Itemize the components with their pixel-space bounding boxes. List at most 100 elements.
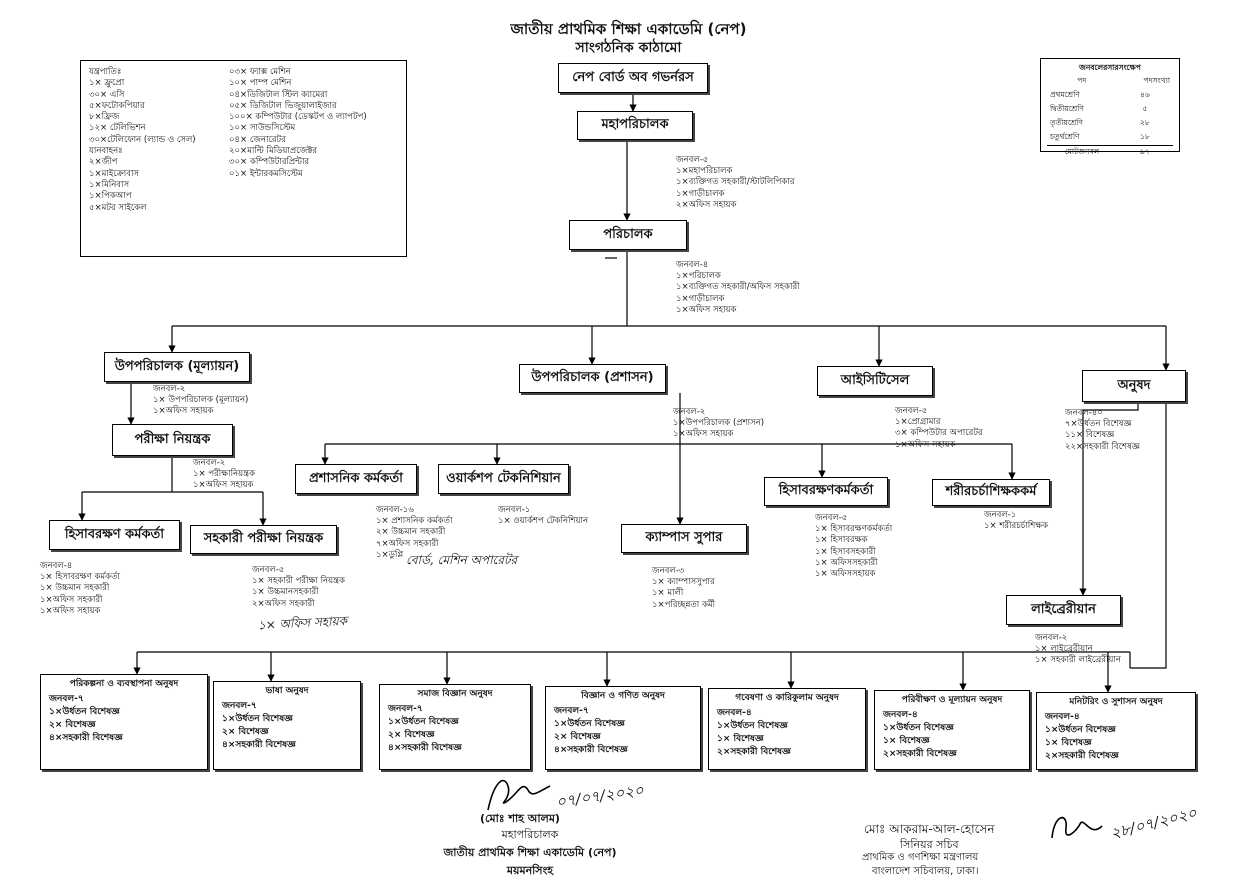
staff-line: ১× ক্যাম্পাসসুপার xyxy=(652,577,715,588)
staff-line: জনবল-৫ xyxy=(252,565,285,575)
summary-title: জনবলেরসারসংক্ষেপ xyxy=(1079,63,1141,72)
table-row: দ্বিতীয়শ্রেণি ৫ xyxy=(1047,103,1173,117)
faculty-box-governance[interactable]: মনিটরিং ও সুশাসন অনুষদ জনবল-৪ ১×উর্ধতন ব… xyxy=(1036,692,1196,770)
staff-line: জনবল-৪ xyxy=(676,260,709,270)
accounts-officer-box[interactable]: হিসাবরক্ষণকর্মকর্তা xyxy=(764,477,888,506)
staff-line: ১× মালী xyxy=(652,588,684,599)
summary-post: তৃতীয়শ্রেণি xyxy=(1050,118,1083,127)
handwritten-admin-note: বোর্ড, মেশিন অপারেটর xyxy=(406,553,518,567)
staff-line: ১× হিসাবরক্ষক xyxy=(815,535,868,546)
staff-line: ১×অফিস সহকারী xyxy=(40,594,103,605)
faculty-line: ৪×সহকারী বিশেষজ্ঞ xyxy=(554,745,628,756)
summary-header-row: পদ পদসংখ্যা xyxy=(1047,75,1173,89)
workshop-technician-box[interactable]: ওয়ার্কশপ টেকনিশিয়ান xyxy=(438,464,569,494)
dd-admin-staff-list: জনবল-২ ১×উপপরিচালক (প্রশাসন) ১×অফিস সহায… xyxy=(673,407,764,441)
faculty-box-language[interactable]: ভাষা অনুষদ জনবল-৭ ১×উর্ধতন বিশেষজ্ঞ ২× ব… xyxy=(213,681,361,770)
summary-count: ২৮ xyxy=(1140,118,1150,127)
faculty-line: ১×উর্ধতন বিশেষজ্ঞ xyxy=(388,717,459,728)
staff-line: ৩× কম্পিউটার অপারেটর xyxy=(895,428,983,439)
signature-right-mark xyxy=(1051,817,1103,839)
signature-left-designation: মহাপরিচালক xyxy=(501,828,559,841)
staff-line: ২× উচ্চমান সহকারী xyxy=(376,527,446,538)
equipment-item: ১০০× কম্পিউটার (ডেস্কটপ ও ল্যাপটপ) xyxy=(229,112,367,123)
equipment-item: ২০×মাল্টি মিডিয়াপ্রজেক্টর xyxy=(229,146,318,157)
summary-count: ৪৬ xyxy=(1140,90,1150,99)
ict-cell-box[interactable]: আইসিটিসেল xyxy=(817,366,933,396)
equipment-item: ১০× পাম্প মেশিন xyxy=(229,78,292,89)
summary-post: দ্বিতীয়শ্রেণি xyxy=(1050,104,1084,113)
staff-line: ১×অফিস সহায়ক xyxy=(676,304,737,315)
librarian-box[interactable]: লাইব্রেরীয়ান xyxy=(1006,595,1121,625)
staff-line: ১×প্রোগ্রামার xyxy=(895,417,941,428)
faculty-line: ২× বিশেষজ্ঞ xyxy=(222,727,269,738)
faculty-title: মনিটরিং ও সুশাসন অনুষদ xyxy=(1069,697,1163,707)
staff-line: ২×অফিস সহায়ক xyxy=(676,199,737,210)
faculty-wing-box[interactable]: অনুষদ xyxy=(1082,370,1186,402)
campus-staff-list: জনবল-৩ ১× ক্যাম্পাসসুপার ১× মালী ১×পরিচ্… xyxy=(652,566,715,611)
staff-line: ১×পরিচ্ছন্নতা কর্মী xyxy=(652,599,716,610)
exam-controller-box[interactable]: পরীক্ষা নিয়ন্ত্রক xyxy=(112,424,233,456)
administrative-officer-box[interactable]: প্রশাসনিক কর্মকর্তা xyxy=(295,464,417,494)
accounts-officer-eval-box[interactable]: হিসাবরক্ষণ কর্মকর্তা xyxy=(49,520,180,550)
director-box[interactable]: পরিচালক xyxy=(569,220,687,250)
equipment-item: ১×মাইক্রোবাস xyxy=(89,168,140,179)
staff-line: জনবল-১ xyxy=(498,505,531,515)
faculty-box-science-math[interactable]: বিজ্ঞান ও গণিত অনুষদ জনবল-৭ ১×উর্ধতন বিশ… xyxy=(545,686,701,770)
equipment-item: যন্ত্রপাতিঃ xyxy=(89,67,122,77)
director-general-box[interactable]: মহাপরিচালক xyxy=(577,111,693,140)
staff-line: জনবল-৫ xyxy=(895,406,928,416)
staff-line: ১× হিসাবসহকারী xyxy=(815,546,876,557)
faculty-box-planning[interactable]: পরিকল্পনা ও ব্যবস্থাপনা অনুষদ জনবল-৭ ১×উ… xyxy=(40,674,208,770)
faculty-line: জনবল-৭ xyxy=(388,704,423,715)
faculty-box-research-curriculum[interactable]: গবেষণা ও কারিকুলাম অনুষদ জনবল-৪ ১×উর্ধতন… xyxy=(708,688,866,770)
staff-line: ১× ওয়ার্কশপ টেকনিশিয়ান xyxy=(498,516,589,527)
assistant-exam-controller-box[interactable]: সহকারী পরীক্ষা নিয়ন্ত্রক xyxy=(190,525,337,554)
librarian-staff-list: জনবল-২ ১× লাইব্রেরীয়ান ১× সহকারী লাইব্র… xyxy=(1035,633,1121,667)
table-row: চতুর্থশ্রেণি ১৮ xyxy=(1047,131,1173,146)
summary-post: প্রথমশ্রেণি xyxy=(1050,90,1080,99)
faculty-title: ভাষা অনুষদ xyxy=(265,686,309,696)
faculty-line: ৪×সহকারী বিশেষজ্ঞ xyxy=(388,743,462,754)
faculty-line: ১×উর্ধতন বিশেষজ্ঞ xyxy=(717,721,788,732)
staff-line: ১× অফিসসহায়ক xyxy=(815,569,876,580)
faculty-line: ১× বিশেষজ্ঞ xyxy=(883,736,930,747)
staff-line: জনবল-২ xyxy=(193,458,226,468)
physical-education-box[interactable]: শরীরচর্চাশিক্ষককর্ম xyxy=(932,479,1050,506)
equipment-item: ০৪× জেনারেটর xyxy=(229,134,286,145)
staff-line: ১× অফিসসহকারী xyxy=(815,557,878,568)
faculty-title: গবেষণা ও কারিকুলাম অনুষদ xyxy=(735,693,839,703)
faculty-line: জনবল-৭ xyxy=(49,694,84,705)
summary-total-label: মোটজনবল xyxy=(1064,147,1100,156)
faculty-line: ১× বিশেষজ্ঞ xyxy=(1045,738,1092,749)
equipment-item: ০৩× ফ্যাক্স মেশিন xyxy=(229,67,291,77)
page-title: জাতীয় প্রাথমিক শিক্ষা একাডেমি (নেপ) xyxy=(510,20,747,38)
staff-line: জনবল-২ xyxy=(1035,633,1068,643)
faculty-box-monitoring-evaluation[interactable]: পরিবীক্ষণ ও মূল্যায়ন অনুষদ জনবল-৪ ১×উর্… xyxy=(874,690,1030,770)
faculty-box-social-science[interactable]: সমাজ বিজ্ঞান অনুষদ জনবল-৭ ১×উর্ধতন বিশেষ… xyxy=(379,684,531,770)
staff-line: জনবল-৫ xyxy=(676,155,709,165)
wing-staff-list: জনবল-৪০ ৭×উর্ধতন বিশেষজ্ঞ ১১× বিশেষজ্ঞ ২… xyxy=(1065,408,1140,453)
equipment-item: ১×মিনিবাস xyxy=(89,179,130,190)
faculty-line: ১×উর্ধতন বিশেষজ্ঞ xyxy=(49,707,120,718)
campus-super-box[interactable]: ক্যাম্পাস সুপার xyxy=(621,524,747,553)
staff-line: ১× প্রশাসনিক কর্মকর্তা xyxy=(376,516,453,527)
deputy-director-admin-box[interactable]: উপপরিচালক (প্রশাসন) xyxy=(519,364,666,393)
deputy-director-evaluation-box[interactable]: উপপরিচালক (মূল্যায়ন) xyxy=(104,352,250,382)
faculty-line: ৪×সহকারী বিশেষজ্ঞ xyxy=(49,733,123,744)
summary-table: পদ পদসংখ্যা প্রথমশ্রেণি ৪৬ দ্বিতীয়শ্রেণ… xyxy=(1047,75,1173,160)
staff-line: ১× পরীক্ষানিয়ন্ত্রক xyxy=(193,469,255,480)
faculty-line: ১×উর্ধতন বিশেষজ্ঞ xyxy=(554,719,625,730)
signature-left-place: ময়মনসিংহ xyxy=(506,864,554,877)
staff-line: ১× উপপরিচালক (মূল্যায়ন) xyxy=(153,395,249,406)
accounts-staff-list: জনবল-৫ ১× হিসাবরক্ষণকর্মকর্তা ১× হিসাবরক… xyxy=(815,513,892,580)
staff-line: জনবল-৪০ xyxy=(1065,408,1103,418)
staff-line: ১× সহকারী পরীক্ষা নিয়ন্ত্রক xyxy=(252,576,345,587)
equipment-item: ০৫× ডিজিটাল ভিজুয়ালাইজার xyxy=(229,100,337,111)
staff-line: জনবল-৫ xyxy=(815,513,848,523)
board-of-governors-box[interactable]: নেপ বোর্ড অব গভর্নরস xyxy=(558,63,708,93)
table-row: তৃতীয়শ্রেণি ২৮ xyxy=(1047,117,1173,131)
faculty-line: ২×সহকারী বিশেষজ্ঞ xyxy=(717,747,791,758)
faculty-line: ২× বিশেষজ্ঞ xyxy=(388,730,435,741)
